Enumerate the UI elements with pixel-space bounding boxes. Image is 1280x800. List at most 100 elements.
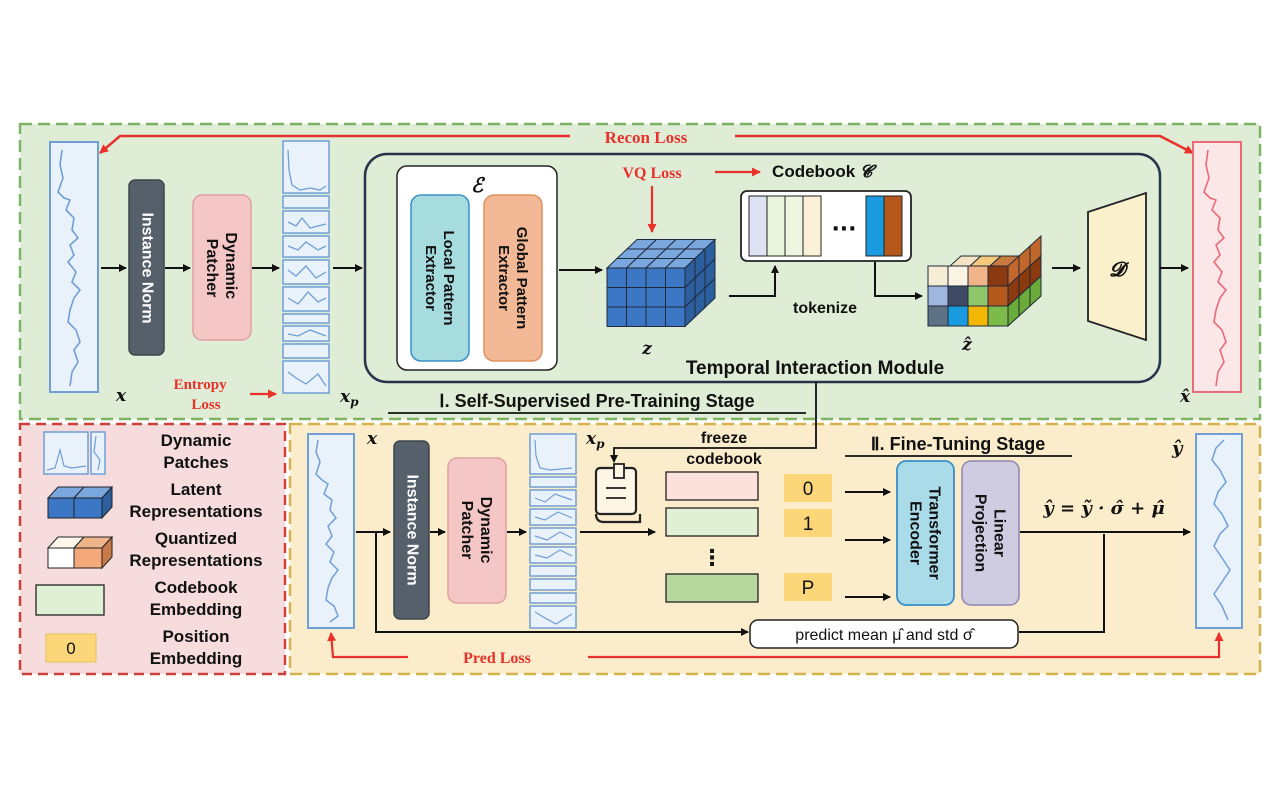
input-series-box	[49, 141, 99, 393]
patch	[282, 343, 330, 359]
module-title: Temporal Interaction Module	[686, 358, 944, 379]
legend-quantized-cube	[46, 535, 114, 570]
recon-loss-arrow-right	[735, 134, 1194, 155]
entropy-loss-line1: Entropy	[174, 377, 228, 393]
legend-codebook-sample	[35, 584, 105, 616]
patch	[282, 325, 330, 342]
encoder-symbol: ℰ	[471, 173, 486, 197]
position-embedding-0-label: 0	[803, 479, 814, 500]
transformer-encoder-label: TransformerEncoder	[907, 486, 943, 579]
patch	[529, 489, 577, 507]
patch	[529, 476, 577, 488]
legend-patch-small	[90, 431, 106, 475]
linear-projection-label: LinearProjection	[972, 494, 1008, 572]
stage1-title: Ⅰ. Self-Supervised Pre-Training Stage	[439, 391, 754, 411]
codebook-vector	[748, 195, 768, 257]
cube-cell	[947, 305, 969, 327]
vq-loss-label: VQ Loss	[622, 165, 681, 182]
cube-cell	[626, 267, 647, 288]
patch	[529, 578, 577, 591]
linear-projection-block	[961, 460, 1020, 606]
arrow-z-to-codebook	[729, 265, 779, 297]
instance-norm-block-stage2	[393, 440, 430, 620]
cube-cell	[665, 267, 686, 288]
dynamic-patcher-word2: Patcher	[203, 239, 220, 298]
pred-loss-arrow-right	[588, 632, 1224, 659]
cube-cell	[626, 306, 647, 327]
position-embedding-0	[784, 474, 832, 502]
cube-cell	[927, 285, 949, 307]
local-pattern-extractor	[410, 194, 470, 362]
cube-cell	[606, 267, 627, 288]
stage2-title: Ⅱ. Fine-Tuning Stage	[871, 434, 1046, 454]
codebook-vector	[802, 195, 822, 257]
x-label-stage1: x	[115, 386, 127, 406]
input-series-signal	[57, 149, 82, 387]
patch	[529, 592, 577, 604]
predict-stats-label: predict mean μ̂ and std σ̂	[795, 627, 975, 644]
decoder-block	[1087, 191, 1147, 342]
dynamic-patcher-block	[192, 194, 252, 341]
patch	[529, 565, 577, 577]
recon-loss-arrow	[99, 134, 570, 154]
predict-stats-box	[749, 619, 1019, 649]
bypass-line	[375, 532, 749, 636]
position-embedding-1-label: 1	[803, 514, 814, 535]
cube-cell	[987, 305, 1009, 327]
reconstructed-series-signal	[1203, 149, 1228, 387]
patch	[282, 313, 330, 324]
patches-stage2	[529, 433, 577, 629]
codebook-embedding	[665, 507, 759, 537]
cube-cell	[967, 305, 989, 327]
pred-loss-label: Pred Loss	[463, 650, 531, 667]
legend-patch-large	[43, 431, 89, 475]
transformer-encoder-block	[896, 460, 955, 606]
cube-cell	[626, 287, 647, 308]
recon-loss-label: Recon Loss	[605, 128, 688, 147]
codebook-embedding	[665, 573, 759, 603]
instance-norm-block	[128, 179, 165, 356]
book-icon	[594, 463, 642, 524]
dynamic-patcher-label-stage2: DynamicPatcher	[458, 497, 494, 564]
patch	[529, 433, 577, 475]
patch	[529, 508, 577, 526]
zhat-label: ẑ	[961, 335, 972, 355]
cube-cell	[665, 306, 686, 327]
z-label: z	[641, 339, 652, 359]
patch	[282, 195, 330, 209]
entropy-loss-line2: Loss	[191, 397, 220, 413]
dynamic-patcher-word1: Dynamic	[222, 232, 239, 299]
codebook-ellipsis: ···	[831, 217, 856, 242]
quantized-cube-zhat	[926, 234, 1043, 328]
cube-cell	[704, 277, 716, 309]
embedding-vdots: ⋮	[701, 546, 723, 571]
cube-cell	[987, 285, 1009, 307]
codebook-vector	[766, 195, 786, 257]
denormalize-formula: ŷ = ỹ · σ̂ + μ̂	[1042, 498, 1164, 519]
codebook-embedding	[665, 471, 759, 501]
tokenize-label: tokenize	[793, 300, 857, 317]
global-pattern-extractor-label: Global PatternExtractor	[495, 227, 530, 330]
codebook-vector	[883, 195, 903, 257]
cube-cell	[927, 265, 949, 287]
decoder-symbol: 𝓓	[1109, 257, 1129, 281]
cube-cell	[645, 267, 666, 288]
cube-cell	[645, 306, 666, 327]
cube-cell	[606, 306, 627, 327]
legend-latent-cube	[46, 485, 114, 520]
arrow-stats-to-output	[1019, 534, 1105, 633]
pred-loss-arrow-left	[327, 632, 408, 659]
input-series-signal-stage2	[315, 439, 339, 623]
cube-cell	[606, 287, 627, 308]
input-series-box-stage2	[307, 433, 355, 629]
legend-position-sample-value: 0	[66, 639, 75, 658]
cube-cell	[645, 287, 666, 308]
xhat-label: x̂	[1179, 387, 1191, 407]
legend-position-sample	[45, 633, 97, 663]
entropy-loss-label: Entropy Loss	[174, 377, 231, 413]
latent-cube-z	[605, 238, 717, 328]
